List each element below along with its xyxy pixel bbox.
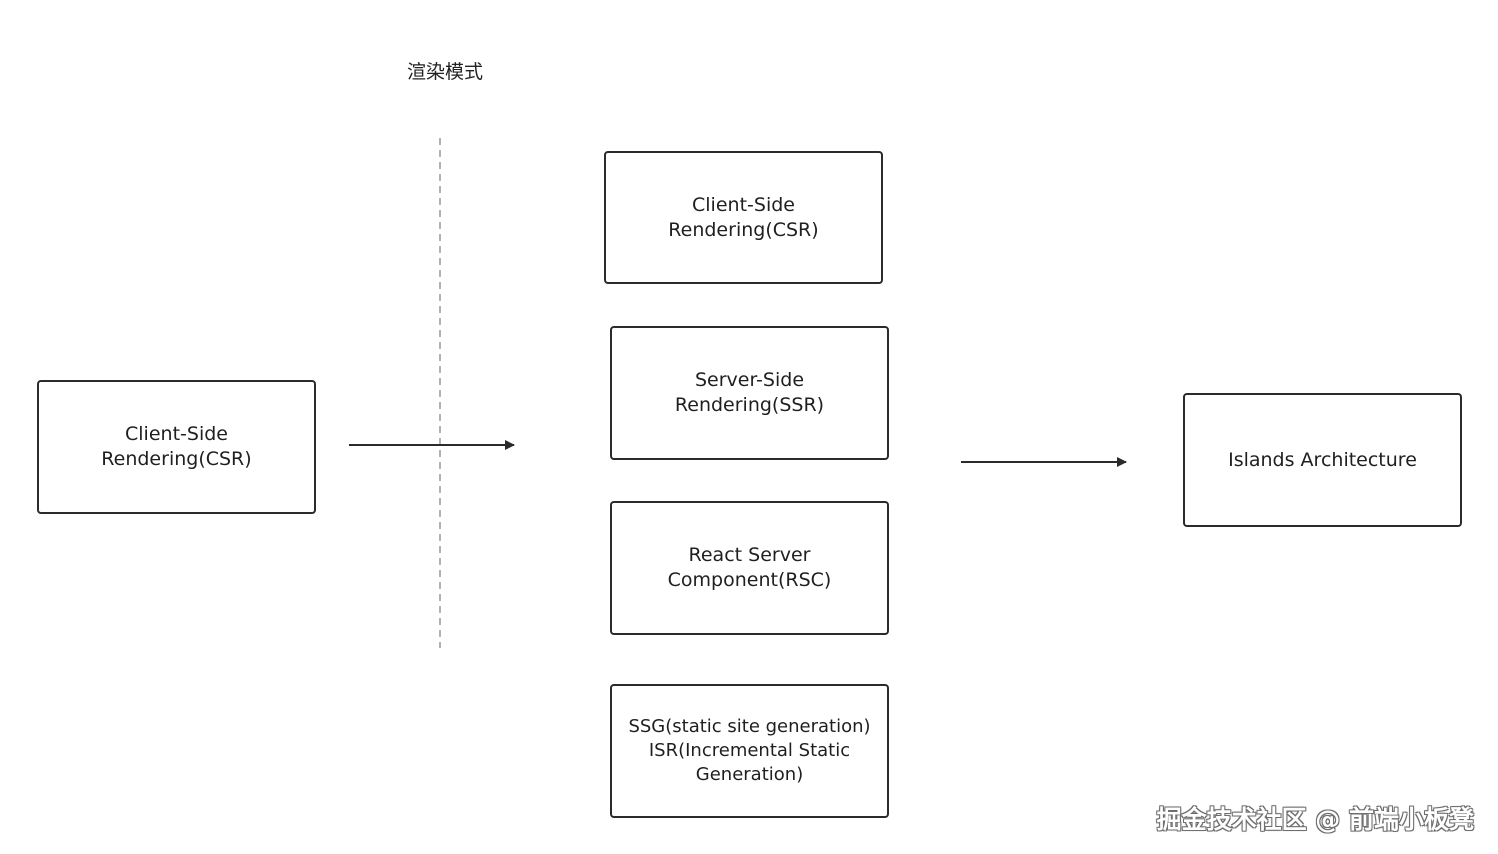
- node-left-csr: Client-Side Rendering(CSR): [37, 380, 316, 514]
- node-ssg-isr: SSG(static site generation) ISR(Incremen…: [610, 684, 889, 818]
- node-csr-label: Client-Side Rendering(CSR): [668, 193, 819, 241]
- node-left-csr-label: Client-Side Rendering(CSR): [101, 423, 252, 470]
- node-rsc-label: React Server Component(RSC): [667, 544, 832, 591]
- node-ssr-label: Server-Side Rendering(SSR): [674, 369, 825, 416]
- watermark: 掘金技术社区 @ 前端小板凳: [1156, 805, 1474, 834]
- node-islands-label: Islands Architecture: [1228, 448, 1417, 471]
- node-csr: Client-Side Rendering(CSR): [604, 151, 883, 284]
- node-rsc: React Server Component(RSC): [610, 501, 889, 635]
- node-islands: Islands Architecture: [1183, 393, 1462, 527]
- node-ssr: Server-Side Rendering(SSR): [610, 326, 889, 460]
- diagram-title: 渲染模式: [407, 61, 484, 83]
- node-ssg-isr-label: SSG(static site generation) ISR(Incremen…: [628, 716, 871, 785]
